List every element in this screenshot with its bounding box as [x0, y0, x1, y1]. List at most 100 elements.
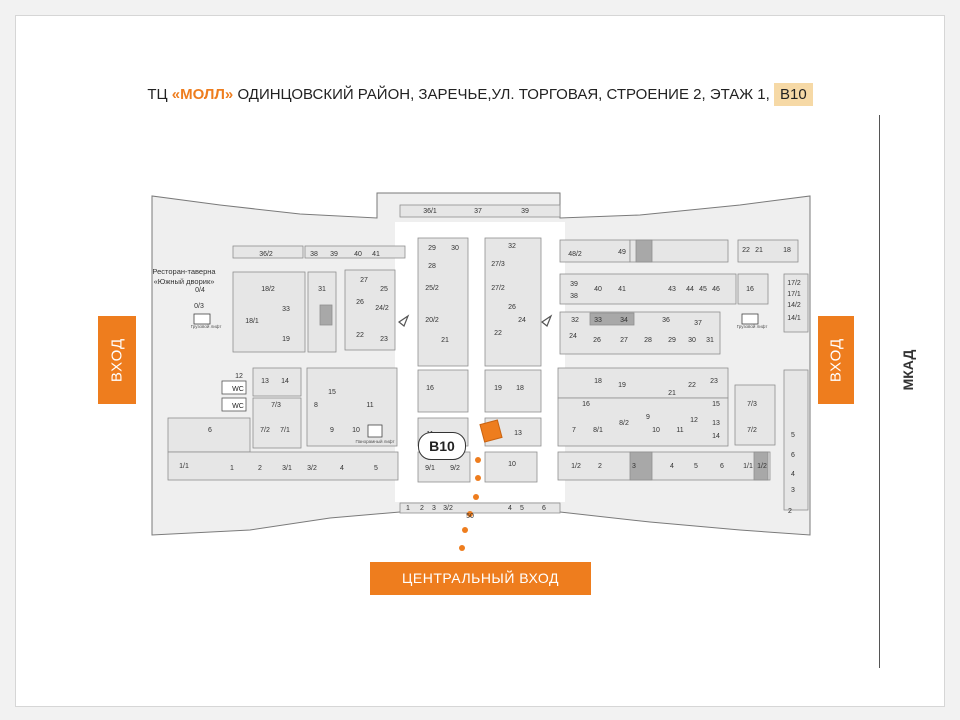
svg-text:10: 10 — [652, 427, 660, 434]
cargo-lift-right-label: Грузовой лифт — [737, 323, 768, 329]
unit-row-top[interactable] — [399, 204, 561, 218]
svg-text:24: 24 — [569, 333, 577, 340]
svg-text:3: 3 — [632, 463, 636, 470]
unit-row-left-bottom[interactable] — [167, 451, 399, 481]
unit-block-right-lower[interactable] — [557, 397, 729, 447]
svg-text:9/2: 9/2 — [450, 465, 460, 472]
svg-text:10: 10 — [508, 461, 516, 468]
svg-text:27/3: 27/3 — [491, 261, 505, 268]
svg-text:16: 16 — [746, 286, 754, 293]
svg-text:39: 39 — [521, 208, 529, 215]
highlighted-unit-label[interactable]: B10 — [418, 432, 466, 460]
svg-text:22: 22 — [688, 382, 696, 389]
svg-text:14: 14 — [712, 433, 720, 440]
svg-text:22: 22 — [494, 330, 502, 337]
svg-text:5: 5 — [791, 432, 795, 439]
svg-text:19: 19 — [494, 385, 502, 392]
unit-block-27[interactable] — [344, 269, 396, 351]
unit-block-right-mid[interactable] — [559, 311, 721, 355]
svg-text:9: 9 — [646, 414, 650, 421]
svg-text:6: 6 — [720, 463, 724, 470]
wc-men-label: WC — [232, 386, 244, 393]
svg-text:7/1: 7/1 — [280, 427, 290, 434]
svg-text:8/2: 8/2 — [619, 420, 629, 427]
entrance-left-button[interactable]: ВХОД — [98, 316, 136, 404]
wc-men — [221, 380, 247, 395]
svg-text:13: 13 — [514, 430, 522, 437]
svg-text:32: 32 — [571, 317, 579, 324]
svg-text:38: 38 — [570, 293, 578, 300]
route-dots — [459, 457, 481, 551]
svg-text:50: 50 — [466, 513, 474, 520]
svg-text:18: 18 — [516, 385, 524, 392]
entrance-right-button[interactable]: ВХОД — [818, 316, 854, 404]
svg-text:4: 4 — [340, 465, 344, 472]
svg-text:14: 14 — [281, 378, 289, 385]
unit-row-bottom[interactable] — [399, 502, 561, 514]
svg-text:46: 46 — [712, 286, 720, 293]
svg-text:10: 10 — [352, 427, 360, 434]
svg-text:1/1: 1/1 — [179, 463, 189, 470]
unit-block-right-top[interactable] — [559, 273, 737, 305]
svg-text:26: 26 — [593, 337, 601, 344]
svg-text:4: 4 — [670, 463, 674, 470]
svg-text:2: 2 — [788, 508, 792, 515]
svg-text:23: 23 — [380, 336, 388, 343]
unit-row-right-bottom[interactable] — [557, 451, 771, 481]
highlighted-unit-marker[interactable] — [479, 419, 503, 443]
svg-text:38: 38 — [310, 251, 318, 258]
svg-text:26: 26 — [508, 304, 516, 311]
svg-text:22: 22 — [356, 332, 364, 339]
svg-text:37: 37 — [474, 208, 482, 215]
svg-text:14/2: 14/2 — [787, 302, 801, 309]
unit-block-center-left[interactable] — [417, 237, 469, 367]
svg-text:27: 27 — [360, 277, 368, 284]
svg-text:3: 3 — [791, 487, 795, 494]
unit-block-center-right[interactable] — [484, 237, 542, 367]
unit-block-15[interactable] — [306, 367, 398, 447]
svg-text:19: 19 — [618, 382, 626, 389]
svg-text:44: 44 — [686, 286, 694, 293]
svg-text:1/2: 1/2 — [571, 463, 581, 470]
svg-text:17/2: 17/2 — [787, 280, 801, 287]
svg-text:9: 9 — [330, 427, 334, 434]
svg-text:25/2: 25/2 — [425, 285, 439, 292]
svg-text:1/2: 1/2 — [757, 463, 767, 470]
svg-text:26: 26 — [356, 299, 364, 306]
svg-text:6: 6 — [208, 427, 212, 434]
svg-text:3/1: 3/1 — [282, 465, 292, 472]
svg-text:11: 11 — [366, 402, 373, 409]
svg-text:49: 49 — [618, 249, 626, 256]
svg-text:4: 4 — [791, 471, 795, 478]
svg-text:5: 5 — [694, 463, 698, 470]
svg-text:8/1: 8/1 — [593, 427, 603, 434]
svg-text:34: 34 — [620, 317, 628, 324]
svg-text:7/3: 7/3 — [271, 402, 281, 409]
cargo-lift-left-icon — [193, 313, 211, 325]
svg-text:7/2: 7/2 — [747, 427, 757, 434]
svg-text:12: 12 — [690, 417, 698, 424]
svg-text:31: 31 — [318, 286, 326, 293]
svg-text:45: 45 — [699, 286, 707, 293]
svg-text:40: 40 — [354, 251, 362, 258]
svg-text:7: 7 — [572, 427, 576, 434]
svg-text:43: 43 — [668, 286, 676, 293]
unit-row-left-top[interactable] — [232, 245, 304, 259]
svg-text:22: 22 — [742, 247, 750, 254]
svg-text:25: 25 — [380, 286, 388, 293]
svg-text:33: 33 — [282, 306, 290, 313]
svg-text:8: 8 — [314, 402, 318, 409]
restaurant-label: Ресторан-таверна — [152, 267, 216, 276]
cargo-lift-left-label: Грузовой лифт — [191, 323, 222, 329]
svg-text:18/1: 18/1 — [245, 318, 259, 325]
central-entrance-button[interactable]: ЦЕНТРАЛЬНЫЙ ВХОД — [370, 562, 591, 595]
svg-text:27/2: 27/2 — [491, 285, 505, 292]
unit-block-18[interactable] — [232, 271, 306, 353]
svg-text:1: 1 — [406, 505, 410, 512]
title-prefix: ТЦ — [147, 86, 172, 103]
svg-text:19: 19 — [282, 336, 290, 343]
svg-text:11: 11 — [676, 427, 683, 434]
svg-text:36/2: 36/2 — [259, 251, 273, 258]
svg-text:21: 21 — [441, 337, 449, 344]
svg-text:36: 36 — [662, 317, 670, 324]
